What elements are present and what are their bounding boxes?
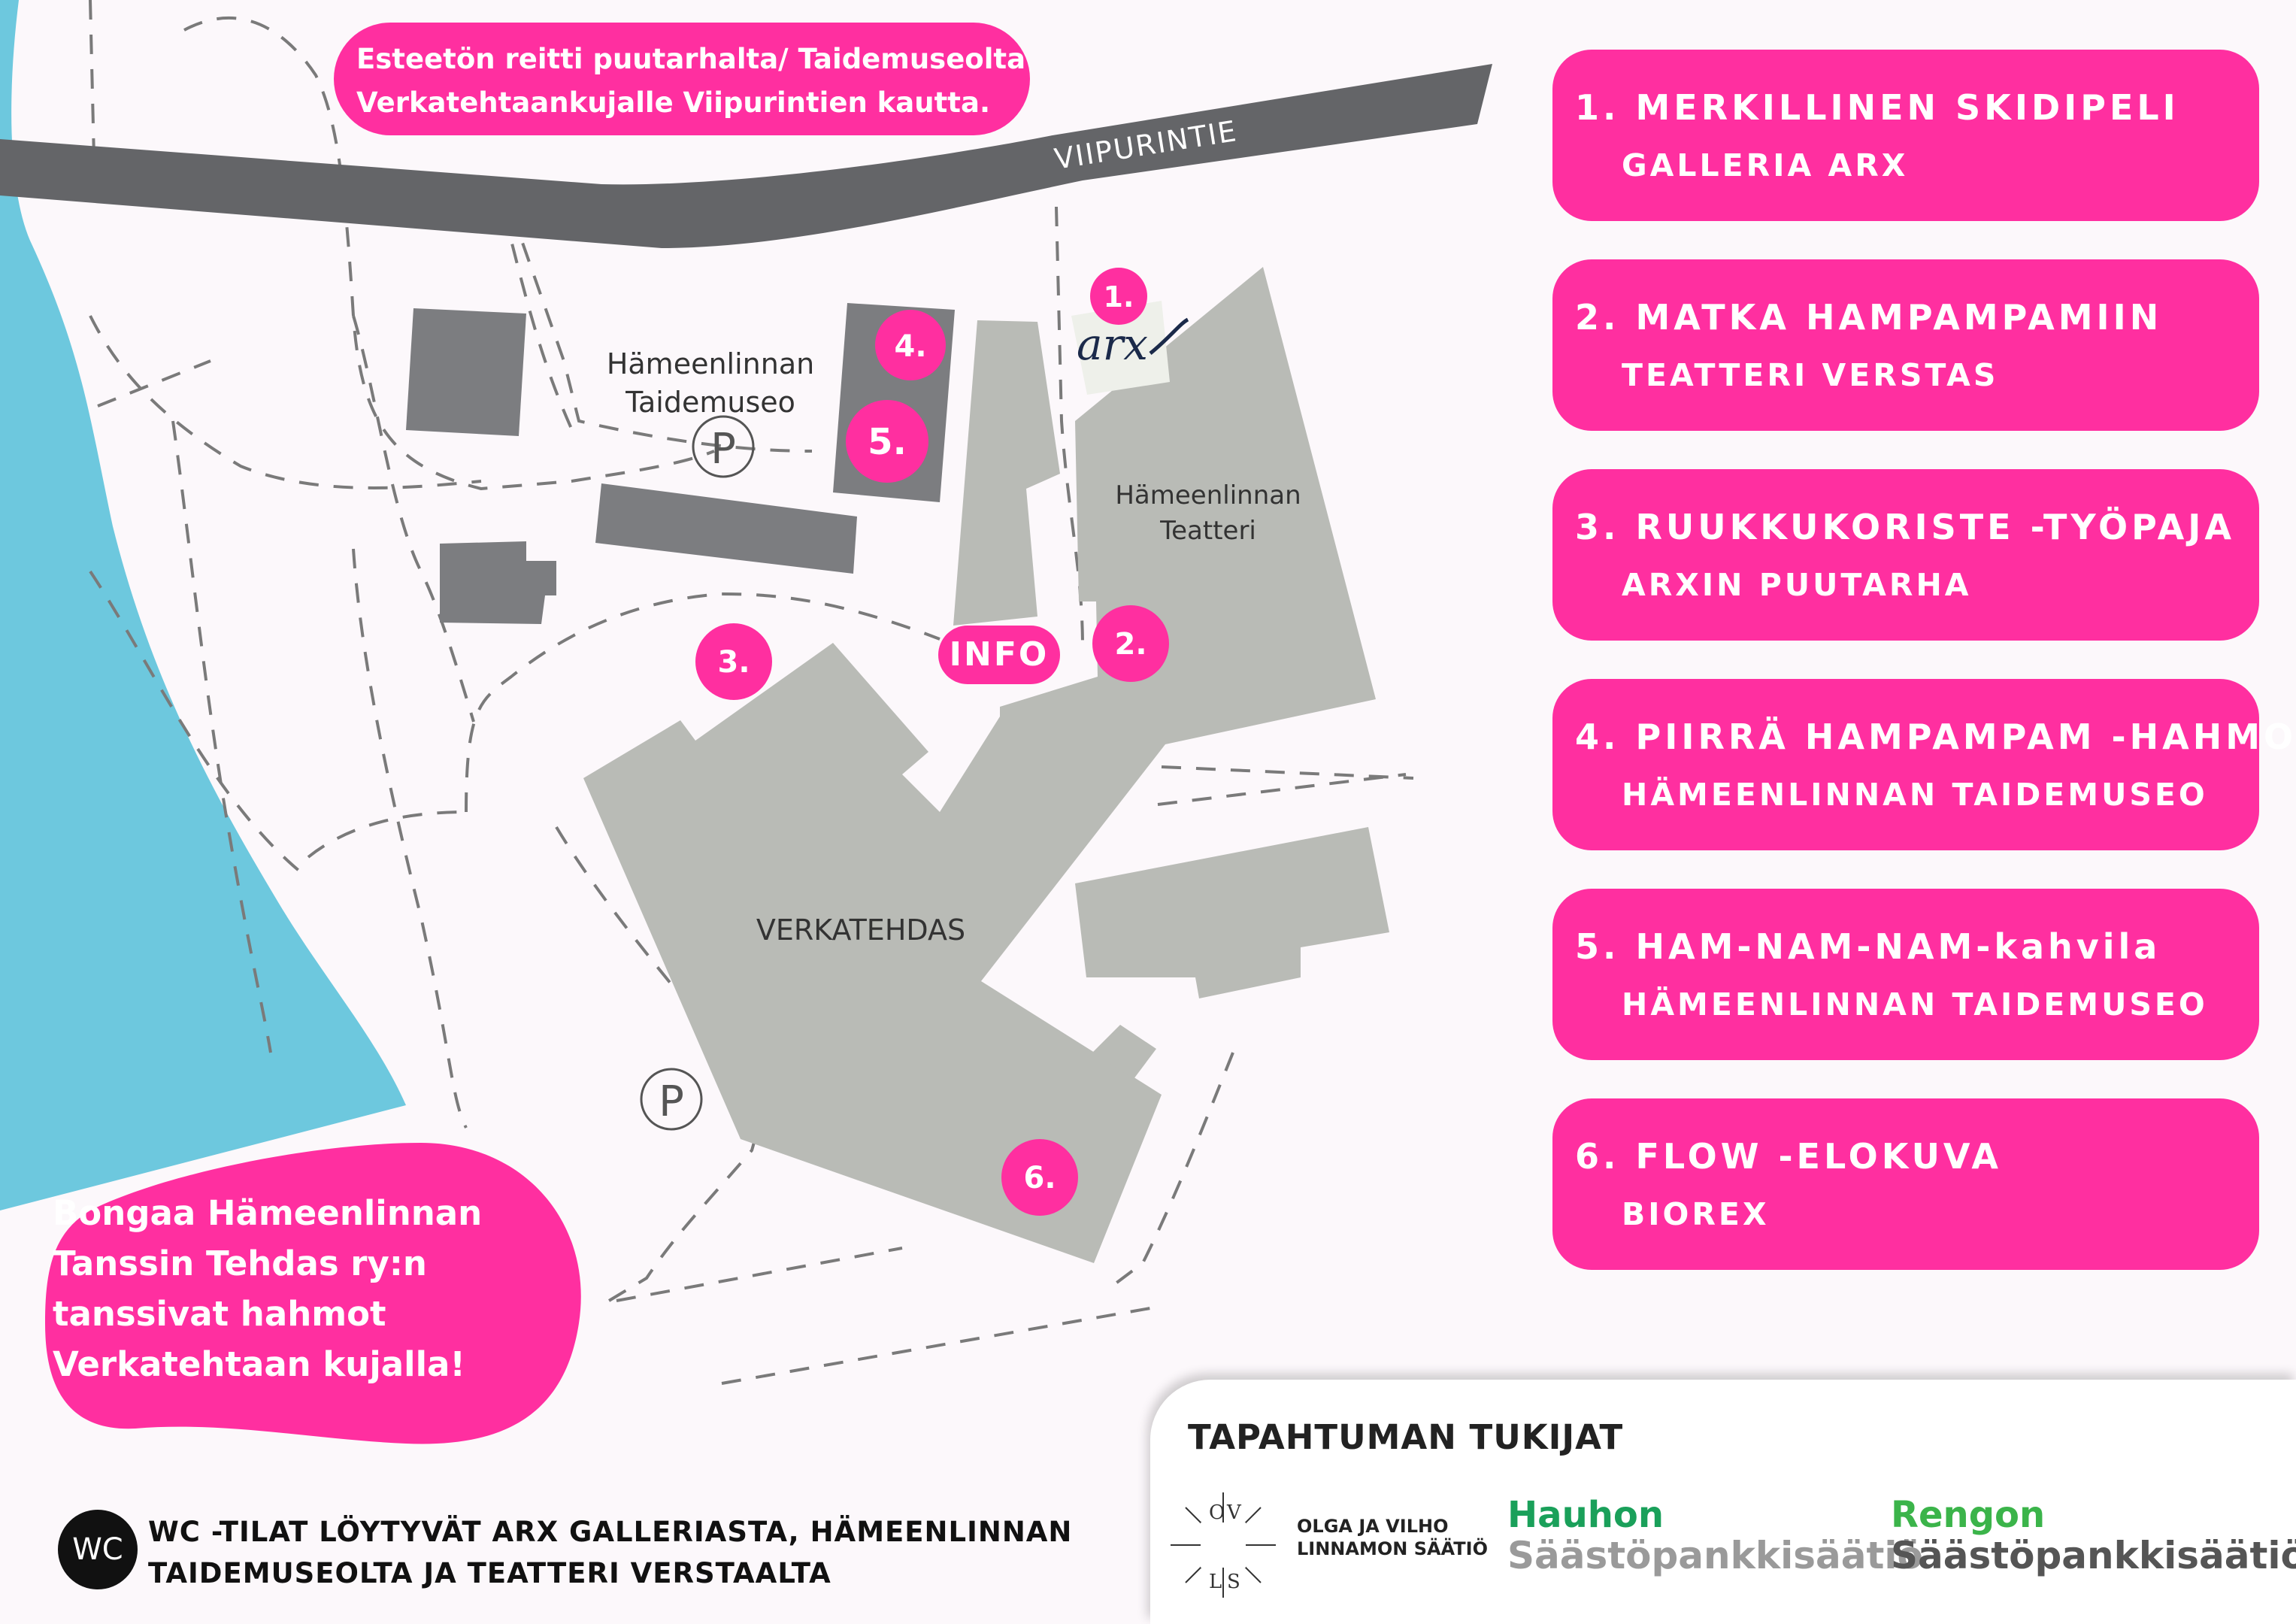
map-marker-1[interactable]: 1. (1090, 268, 1147, 325)
lake-water (0, 0, 406, 1210)
parking-label: P (710, 425, 736, 474)
event-title: 4. PIIRRÄ HAMPAMPAM -HAHMO! (1575, 717, 2296, 757)
ovls-logo-icon: O V L S (1171, 1492, 1276, 1598)
parking-icon: P (640, 1068, 703, 1131)
wc-info-line-2: TAIDEMUSEOLTA JA TEATTERI VERSTAALTA (148, 1557, 831, 1589)
event-card-4[interactable]: 4. PIIRRÄ HAMPAMPAM -HAHMO! HÄMEENLINNAN… (1552, 679, 2296, 850)
accessible-route-note: Esteetön reitti puutarhalta/ Taidemuseol… (334, 23, 1030, 135)
ovls-letter: L (1209, 1571, 1222, 1593)
dance-note-blob (45, 1143, 581, 1444)
theatre-label-2: Teatteri (1159, 516, 1256, 546)
galleria-arx-building (1071, 301, 1170, 395)
info-marker[interactable]: INFO (938, 626, 1060, 684)
event-title: 3. RUUKKUKORISTE -TYÖPAJA (1575, 507, 2235, 547)
marker-label: 2. (1114, 627, 1146, 662)
sponsors-title: TAPAHTUMAN TUKIJAT (1188, 1417, 1624, 1457)
parking-icon: P (692, 415, 755, 478)
marker-label: 1. (1104, 280, 1134, 314)
art-museum-label-2: Taidemuseo (625, 386, 795, 419)
event-venue: HÄMEENLINNAN TAIDEMUSEO (1622, 777, 2208, 813)
event-title: 1. MERKILLINEN SKIDIPELI (1575, 87, 2179, 128)
verkatehdas-label: VERKATEHDAS (756, 914, 965, 947)
route-note-line-1: Esteetön reitti puutarhalta/ Taidemuseol… (356, 43, 1026, 75)
parking-label: P (659, 1077, 684, 1126)
event-card-2[interactable]: 2. MATKA HAMPAMPAMIIN TEATTERI VERSTAS (1552, 259, 2259, 431)
arx-sign: arx (1077, 319, 1148, 370)
map-marker-5[interactable]: 5. (846, 400, 928, 483)
event-card-6[interactable]: 6. FLOW -ELOKUVA BIOREX (1552, 1098, 2259, 1270)
event-venue: ARXIN PUUTARHA (1622, 567, 1972, 603)
ovls-line-1: OLGA JA VILHO (1297, 1516, 1449, 1537)
rengon-logo: Rengon Säästöpankkisäätiö (1891, 1495, 2296, 1576)
event-venue: BIOREX (1622, 1196, 1770, 1232)
event-venue: TEATTERI VERSTAS (1622, 357, 1999, 393)
event-card-3[interactable]: 3. RUUKKUKORISTE -TYÖPAJA ARXIN PUUTARHA (1552, 469, 2259, 641)
dance-note-line-3: tanssivat hahmot (53, 1294, 386, 1334)
wc-info-line-1: WC -TILAT LÖYTYVÄT ARX GALLERIASTA, HÄME… (148, 1516, 1073, 1548)
event-venue: HÄMEENLINNAN TAIDEMUSEO (1622, 986, 2208, 1023)
ovls-letter: O (1209, 1501, 1225, 1524)
hauhon-logo: Hauhon Säästöpankkisäätiö (1507, 1495, 1923, 1576)
light-buildings (583, 267, 1389, 1263)
event-title: 2. MATKA HAMPAMPAMIIN (1575, 297, 2163, 338)
event-card-5[interactable]: 5. HAM-NAM-NAM-kahvila HÄMEENLINNAN TAID… (1552, 889, 2259, 1060)
marker-label: 4. (894, 329, 926, 364)
event-title: 5. HAM-NAM-NAM-kahvila (1575, 926, 2161, 967)
art-museum-label-1: Hämeenlinnan (607, 347, 814, 380)
event-title: 6. FLOW -ELOKUVA (1575, 1136, 2003, 1177)
hauhon-saatio: Säästöpankkisäätiö (1507, 1534, 1923, 1577)
info-label: INFO (950, 635, 1050, 674)
arx-swash (1149, 317, 1189, 355)
dance-note-line-2: Tanssin Tehdas ry:n (53, 1244, 427, 1283)
map-marker-3[interactable]: 3. (695, 623, 772, 700)
event-card-1[interactable]: 1. MERKILLINEN SKIDIPELI GALLERIA ARX (1552, 50, 2259, 221)
event-venue: GALLERIA ARX (1622, 147, 1909, 183)
wc-icon: WC (58, 1510, 138, 1589)
hauhon-name: Hauhon (1507, 1494, 1664, 1536)
marker-label: 3. (717, 645, 750, 680)
wc-info: WC -TILAT LÖYTYVÄT ARX GALLERIASTA, HÄME… (148, 1511, 1072, 1594)
ovls-line-2: LINNAMON SÄÄTIÖ (1297, 1538, 1488, 1559)
theatre-label-1: Hämeenlinnan (1115, 480, 1301, 511)
ovls-logo-text: OLGA JA VILHO LINNAMON SÄÄTIÖ (1297, 1515, 1488, 1560)
dance-note-line-1: Bongaa Hämeenlinnan (53, 1193, 483, 1233)
map-marker-4[interactable]: 4. (875, 310, 946, 380)
dance-note-line-4: Verkatehtaan kujalla! (53, 1344, 465, 1384)
ovls-letter: S (1227, 1571, 1240, 1593)
sponsors-panel: TAPAHTUMAN TUKIJAT O V L S OLGA JA VILHO… (1150, 1380, 2296, 1624)
ovls-letter: V (1226, 1501, 1242, 1524)
map-marker-2[interactable]: 2. (1092, 605, 1169, 682)
route-note-line-2: Verkatehtaankujalle Viipurintien kautta. (356, 86, 990, 119)
rengon-name: Rengon (1891, 1494, 2046, 1536)
viipurintie-road (0, 64, 1492, 248)
marker-label: 6. (1023, 1161, 1056, 1195)
map-marker-6[interactable]: 6. (1001, 1139, 1078, 1216)
dance-note: Bongaa Hämeenlinnan Tanssin Tehdas ry:n … (53, 1188, 594, 1389)
rengon-saatio: Säästöpankkisäätiö (1891, 1534, 2296, 1577)
marker-label: 5. (868, 421, 907, 463)
